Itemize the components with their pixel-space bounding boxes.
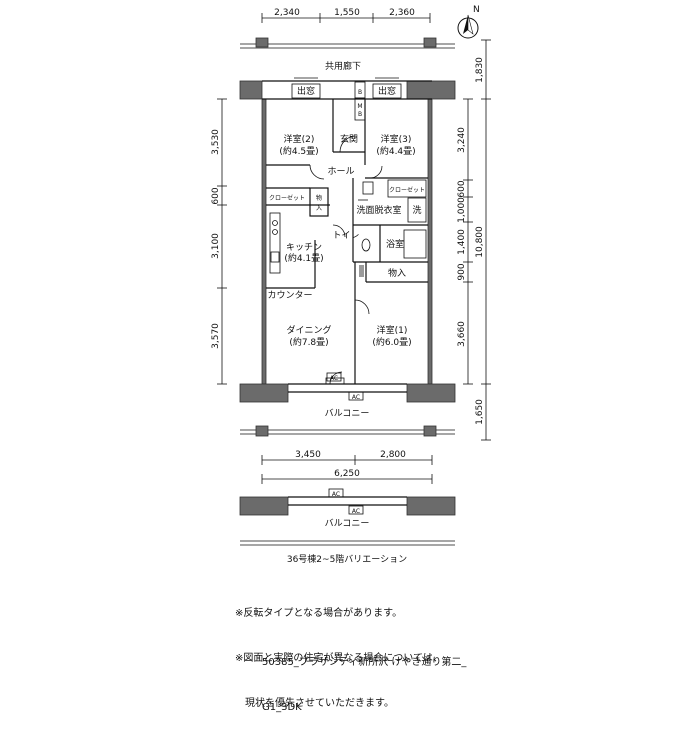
variation-caption: 36号棟2~5階バリエーション — [287, 553, 407, 565]
room-kitchen-size: (約4.1畳) — [284, 252, 323, 264]
door-swings — [309, 135, 383, 385]
outer-walls — [239, 80, 456, 403]
bottom-dimensions: 3,450 2,800 6,250 — [261, 450, 433, 484]
balcony-rail — [240, 425, 455, 437]
fixtures — [269, 181, 374, 385]
dim-bottom-total: 6,250 — [334, 469, 360, 479]
room-western1-size: (約6.0畳) — [372, 336, 411, 348]
meter-mb-label-1: M — [357, 103, 362, 110]
room-western1: 洋室(1) — [377, 324, 408, 336]
room-hall: ホール — [327, 166, 354, 177]
floor-plan: N 2,340 1,550 2,360 共用廊下 出 — [211, 5, 491, 565]
dim-left-4: 3,570 — [211, 323, 221, 349]
dim-top-2: 1,550 — [334, 8, 360, 18]
variation-balcony-label: バルコニー — [325, 518, 370, 529]
room-toilet: トイレ — [332, 231, 359, 241]
ac-label-2: AC — [352, 394, 360, 401]
variation-ac-2: AC — [352, 508, 360, 515]
dim-right-2: 600 — [457, 180, 467, 197]
room-western3: 洋室(3) — [381, 133, 412, 145]
room-bath: 浴室 — [386, 238, 404, 250]
variation-ac-1: AC — [332, 491, 340, 498]
room-storage2: 物入 — [388, 267, 406, 279]
dim-outer-3: 1,650 — [475, 399, 485, 425]
footer: 50385_プラザシティ新所沢 けやき通り第二_ G1_3DK — [262, 625, 466, 730]
dim-outer-1: 1,830 — [475, 57, 485, 83]
bay-windows-top — [291, 77, 402, 99]
room-dining-size: (約7.8畳) — [289, 336, 328, 348]
compass-label: N — [473, 5, 480, 15]
dim-right-1: 3,240 — [457, 127, 467, 153]
meter-b-label: B — [358, 89, 362, 96]
room-closet-right: クローゼット — [389, 186, 425, 194]
room-western2-size: (約4.5畳) — [279, 145, 318, 157]
dim-bottom-2: 2,800 — [380, 450, 406, 460]
ac-label-1: AC — [330, 375, 338, 382]
room-counter: カウンター — [267, 290, 312, 301]
dim-right-3: 1,000 — [457, 197, 467, 223]
corridor-railing — [240, 37, 455, 49]
dim-top-3: 2,360 — [389, 8, 415, 18]
dim-bottom-1: 3,450 — [295, 450, 321, 460]
right-dimensions: 3,240 600 1,000 1,400 900 3,660 1,830 10… — [457, 39, 491, 441]
room-dining: ダイニング — [286, 324, 331, 336]
dim-left-1: 3,530 — [211, 129, 221, 155]
room-storage-bottom: 入 — [316, 205, 322, 212]
corridor-label: 共用廊下 — [325, 60, 361, 72]
variation-plan — [239, 488, 456, 546]
compass-icon: N — [457, 5, 480, 39]
top-dimensions: 2,340 1,550 2,360 — [261, 8, 431, 23]
room-closet-left: クローゼット — [269, 194, 305, 202]
room-washroom: 洗面脱衣室 — [356, 204, 401, 216]
ac-units — [326, 372, 364, 401]
dim-outer-2: 10,800 — [475, 226, 485, 258]
bay-window-right: 出窓 — [378, 85, 396, 97]
room-entrance: 玄関 — [340, 133, 358, 145]
balcony-label: バルコニー — [325, 408, 370, 419]
dim-right-6: 3,660 — [457, 321, 467, 347]
room-washer: 洗 — [412, 204, 421, 216]
note-line-1: ※反転タイプとなる場合があります。 — [235, 608, 403, 619]
interior-walls — [266, 99, 428, 384]
room-storage-top: 物 — [316, 194, 322, 202]
room-western3-size: (約4.4畳) — [376, 145, 415, 157]
room-western2: 洋室(2) — [284, 133, 315, 145]
dim-right-5: 900 — [457, 263, 467, 280]
dim-left-2: 600 — [211, 187, 221, 204]
footer-line-1: 50385_プラザシティ新所沢 けやき通り第二_ — [262, 657, 467, 668]
room-kitchen: キッチン — [286, 242, 322, 253]
dim-left-3: 3,100 — [211, 233, 221, 259]
left-dimensions: 3,530 600 3,100 3,570 — [211, 98, 227, 385]
meter-mb-label-2: B — [358, 111, 362, 118]
dim-right-4: 1,400 — [457, 229, 467, 255]
footer-line-2: G1_3DK — [262, 702, 302, 713]
dim-top-1: 2,340 — [274, 8, 300, 18]
bay-window-left: 出窓 — [297, 85, 315, 97]
